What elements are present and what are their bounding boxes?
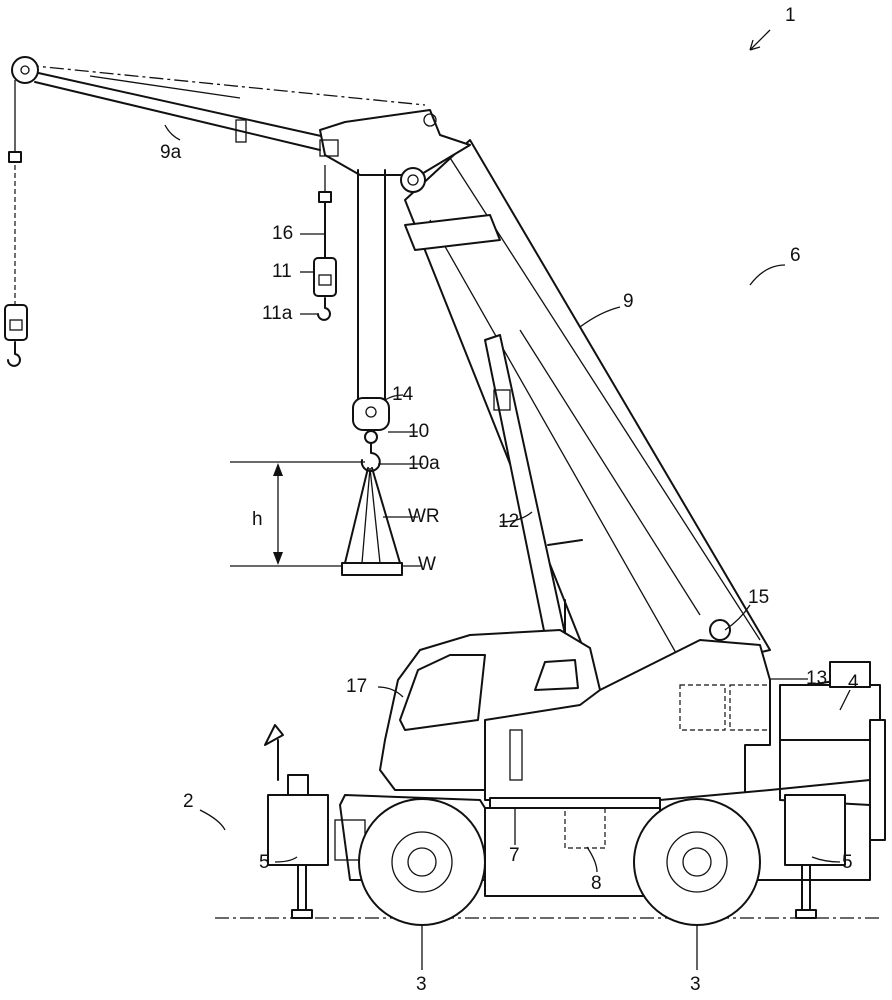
label-outrigger-left: 5	[259, 853, 270, 872]
label-derrick-cylinder: 12	[498, 512, 519, 531]
label-aux-rope: 16	[272, 224, 293, 243]
label-winch: 15	[748, 588, 769, 607]
load	[342, 468, 402, 575]
label-load: W	[418, 555, 436, 574]
label-sling: WR	[408, 507, 440, 526]
wheel-right	[634, 799, 760, 925]
label-crane-section: 6	[790, 246, 801, 265]
label-aux-hook-block: 11	[272, 262, 292, 281]
label-boom: 9	[623, 292, 634, 311]
boom	[405, 140, 770, 690]
turntable	[490, 798, 660, 808]
label-wheel-left: 3	[416, 975, 427, 994]
label-aux-hook: 11a	[262, 304, 292, 323]
main-hook	[353, 170, 389, 471]
label-carrier: 2	[183, 792, 194, 811]
jib-hook	[5, 80, 27, 366]
height-dimension	[230, 462, 365, 566]
label-main-rope: 14	[392, 385, 413, 404]
label-wheel-right: 3	[690, 975, 701, 994]
wheel-left	[359, 799, 485, 925]
outrigger-left	[265, 725, 328, 918]
label-swivel-unit: 8	[591, 874, 602, 893]
label-cab: 17	[346, 677, 367, 696]
label-height: h	[252, 510, 263, 529]
label-main-hook: 10a	[408, 454, 440, 473]
label-crane: 1	[785, 6, 796, 25]
label-engine: 4	[848, 673, 859, 692]
label-main-hook-block: 10	[408, 422, 429, 441]
aux-hook	[314, 165, 336, 320]
label-turntable: 7	[509, 846, 520, 865]
label-outrigger-right: 5	[842, 853, 853, 872]
label-controller: 13	[806, 669, 827, 688]
label-jib: 9a	[160, 143, 181, 162]
